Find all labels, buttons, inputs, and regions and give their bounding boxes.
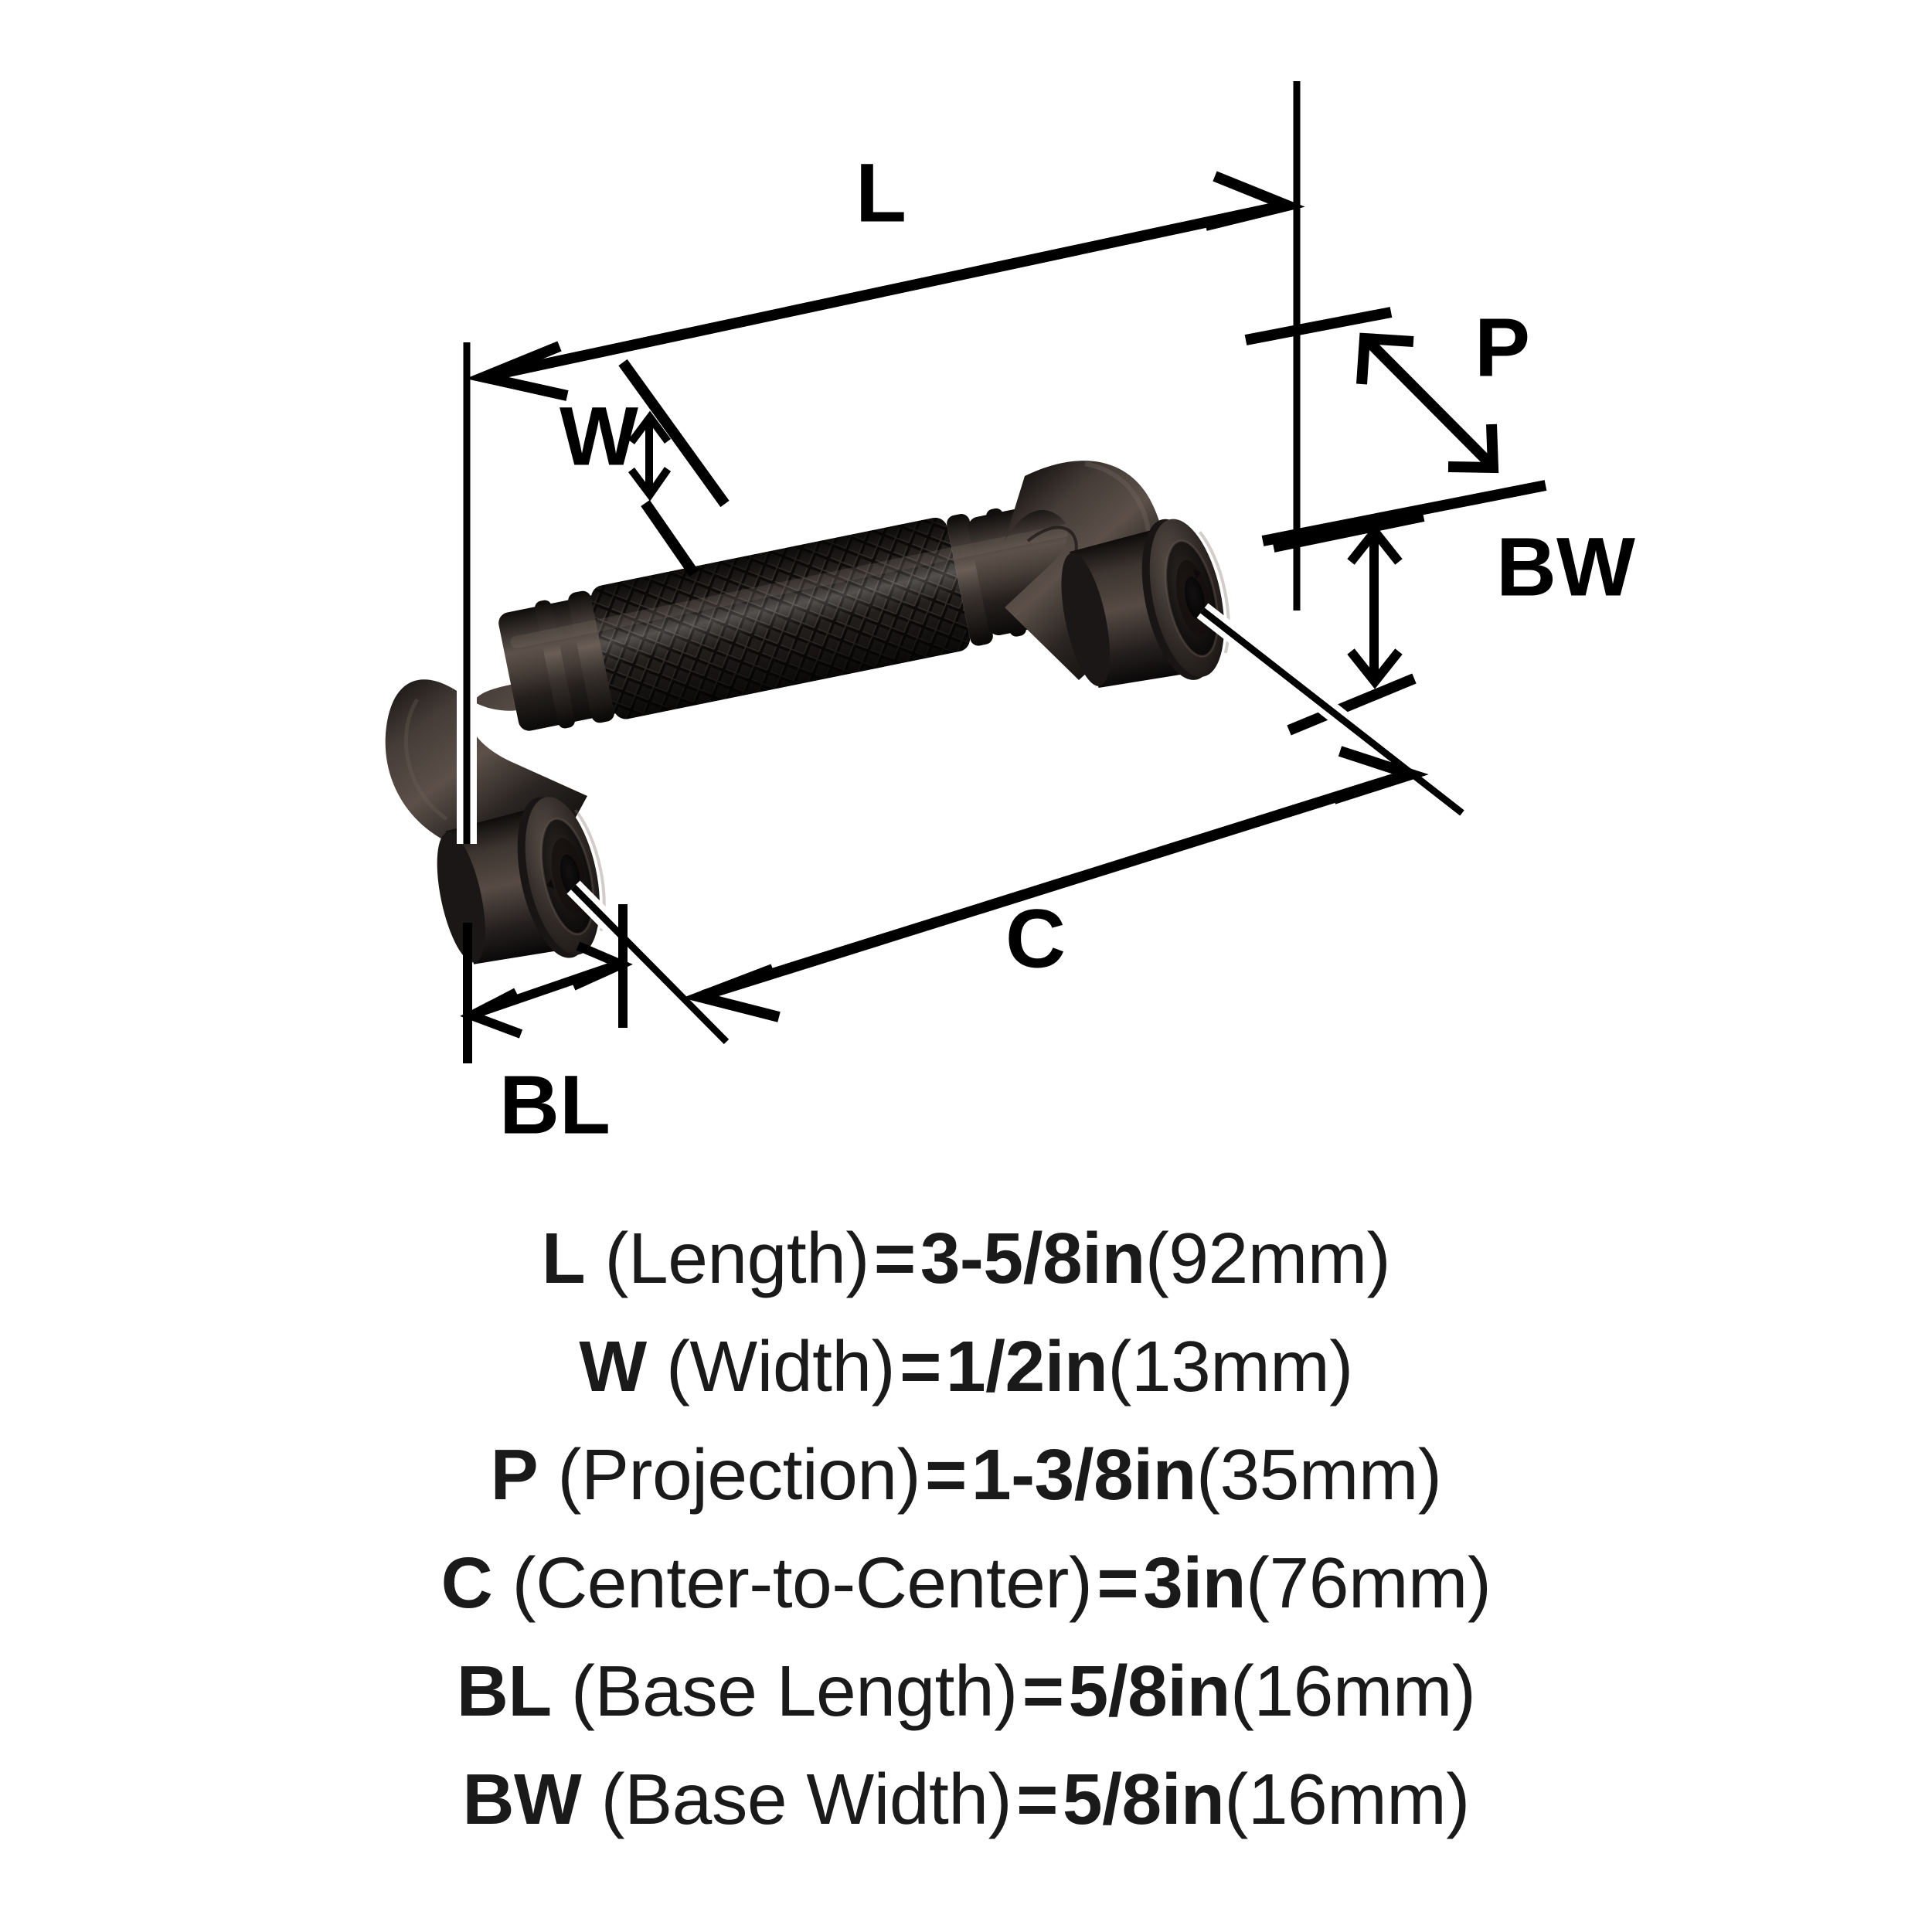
dimension-lines bbox=[457, 81, 1547, 1063]
legend-value-C: 3in bbox=[1143, 1542, 1247, 1623]
legend-metric-BW: (16mm) bbox=[1224, 1758, 1470, 1839]
c-left-centerline bbox=[570, 884, 730, 1045]
legend-row-length: L (Length) = 3-5/8in (92mm) bbox=[541, 1204, 1391, 1312]
legend-value-BW: 5/8in bbox=[1062, 1758, 1225, 1839]
p-witness-lower bbox=[1261, 480, 1547, 546]
legend-row-base-length: BL (Base Length) = 5/8in (16mm) bbox=[457, 1637, 1476, 1745]
legend-row-base-width: BW (Base Width) = 5/8in (16mm) bbox=[462, 1745, 1470, 1853]
bar-specular-highlight bbox=[510, 518, 1101, 648]
legend-symbol-BL: BL bbox=[456, 1650, 552, 1731]
l-dimension-line bbox=[485, 200, 1286, 382]
knurled-grip-shading bbox=[591, 517, 970, 719]
c-dimension-line bbox=[701, 769, 1410, 1001]
right-base-screw-hole bbox=[1184, 577, 1206, 620]
p-witness-upper bbox=[1244, 307, 1393, 345]
p-arrowhead-lower bbox=[1447, 423, 1499, 474]
legend-equals-BL: = bbox=[1022, 1650, 1064, 1731]
legend-row-center-to-center: C (Center-to-Center) = 3in (76mm) bbox=[441, 1529, 1492, 1637]
p-dimension-line bbox=[1366, 338, 1494, 468]
bl-arrowhead-right bbox=[571, 941, 633, 991]
legend-value-W: 1/2in bbox=[945, 1325, 1108, 1406]
bw-arrowhead-top bbox=[1347, 524, 1403, 565]
legend-equals-C: = bbox=[1097, 1542, 1139, 1623]
left-elbow-highlight bbox=[403, 698, 448, 821]
legend-name-L: (Length) bbox=[604, 1217, 870, 1298]
legend-metric-C: (76mm) bbox=[1246, 1542, 1492, 1623]
legend-symbol-BW: BW bbox=[462, 1758, 582, 1839]
legend-value-P: 1-3/8in bbox=[971, 1434, 1197, 1515]
dimension-legend: L (Length) = 3-5/8in (92mm) W (Width) = … bbox=[0, 1204, 1932, 1930]
bw-witness-lower bbox=[1287, 673, 1417, 736]
legend-equals-P: = bbox=[925, 1434, 967, 1515]
legend-symbol-L: L bbox=[541, 1217, 586, 1298]
legend-equals-BW: = bbox=[1016, 1758, 1058, 1839]
collar-ring-right-inner bbox=[947, 514, 993, 646]
bw-arrowhead-bottom bbox=[1347, 648, 1403, 689]
dimension-label-L: L bbox=[855, 146, 906, 240]
legend-value-L: 3-5/8in bbox=[920, 1217, 1146, 1298]
left-base-notch bbox=[546, 879, 555, 889]
right-base-barrel-back bbox=[1061, 553, 1111, 686]
legend-metric-W: (13mm) bbox=[1107, 1325, 1353, 1406]
legend-symbol-W: W bbox=[579, 1325, 647, 1406]
legend-row-projection: P (Projection) = 1-3/8in (35mm) bbox=[491, 1420, 1442, 1529]
legend-symbol-C: C bbox=[440, 1542, 493, 1623]
legend-value-BL: 5/8in bbox=[1068, 1650, 1231, 1731]
w-leader-lower bbox=[641, 500, 699, 577]
c-right-centerline bbox=[1200, 607, 1464, 816]
dimension-label-P: P bbox=[1475, 301, 1530, 394]
dimension-label-BW: BW bbox=[1496, 520, 1635, 614]
c-arrowhead-right bbox=[1332, 746, 1429, 804]
legend-metric-P: (35mm) bbox=[1196, 1434, 1442, 1515]
legend-metric-BL: (16mm) bbox=[1230, 1650, 1476, 1731]
right-elbow-inner-shadow bbox=[1026, 526, 1078, 554]
product-dimension-diagram: L W P BW C BL bbox=[385, 81, 1636, 1151]
l-arrowhead-right bbox=[1204, 171, 1305, 231]
legend-name-P: (Projection) bbox=[557, 1434, 921, 1515]
bl-arrowhead-left bbox=[460, 988, 523, 1039]
c-arrowhead-left bbox=[682, 964, 781, 1022]
left-base-counterbore-edge bbox=[540, 817, 594, 936]
dimension-label-W: W bbox=[560, 389, 638, 483]
dimension-label-C: C bbox=[1005, 892, 1066, 985]
w-arrowhead-top bbox=[628, 410, 672, 444]
w-arrowhead-bottom bbox=[628, 467, 672, 502]
dimension-label-BL: BL bbox=[499, 1058, 611, 1151]
l-arrowhead-left bbox=[465, 341, 569, 401]
w-leader-upper bbox=[618, 359, 730, 508]
legend-equals-W: = bbox=[900, 1325, 941, 1406]
legend-name-W: (Width) bbox=[665, 1325, 896, 1406]
handle-illustration bbox=[385, 461, 1230, 964]
right-base-notch bbox=[1193, 570, 1202, 579]
left-base-barrel-back bbox=[437, 832, 485, 963]
legend-name-BL: (Base Length) bbox=[571, 1650, 1018, 1731]
collar-ring-left-inner bbox=[568, 590, 614, 723]
legend-row-width: W (Width) = 1/2in (13mm) bbox=[579, 1312, 1353, 1420]
legend-equals-L: = bbox=[873, 1217, 916, 1298]
legend-name-C: (Center-to-Center) bbox=[512, 1542, 1093, 1623]
bw-witness-upper bbox=[1272, 511, 1425, 553]
right-base-counterbore-edge bbox=[1165, 539, 1219, 658]
legend-name-BW: (Base Width) bbox=[600, 1758, 1012, 1839]
legend-metric-L: (92mm) bbox=[1145, 1217, 1391, 1298]
p-arrowhead-upper bbox=[1356, 332, 1414, 385]
collar-ring-left-outer bbox=[535, 600, 575, 729]
legend-symbol-P: P bbox=[490, 1434, 539, 1515]
right-base-foot bbox=[1061, 519, 1230, 689]
